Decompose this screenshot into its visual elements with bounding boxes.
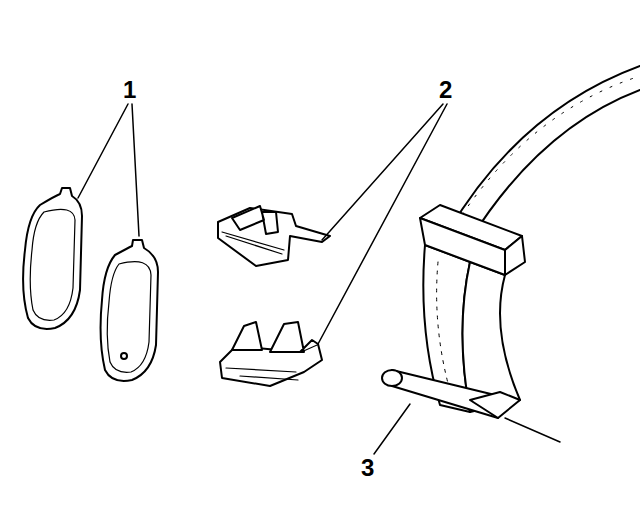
bracket-ear <box>505 236 525 275</box>
rotor-vents <box>456 76 640 224</box>
bracket-pin <box>392 370 498 418</box>
clip-detail <box>222 232 284 254</box>
leader-line <box>78 104 128 198</box>
pad-lining <box>30 209 75 320</box>
pad-lining <box>107 262 151 373</box>
pad-rivet <box>121 353 127 359</box>
leader-line <box>318 104 447 344</box>
bracket-detail <box>437 262 452 398</box>
leader-line <box>322 104 443 240</box>
rotor-edge <box>470 90 640 240</box>
callout-number: 3 <box>360 456 375 480</box>
clip-tab <box>232 322 318 352</box>
callout-number: 1 <box>122 78 137 102</box>
clip-tab <box>232 206 278 234</box>
callout-number: 2 <box>438 78 453 102</box>
mount-line <box>505 418 560 442</box>
brake-pad <box>101 240 158 381</box>
bracket-foot <box>470 392 520 418</box>
bracket-ear <box>420 218 505 275</box>
clip-detail <box>226 368 298 380</box>
bracket-pin-end <box>382 370 402 386</box>
leader-line <box>374 404 410 454</box>
leader-line <box>132 104 139 236</box>
brake-pad <box>23 188 82 329</box>
